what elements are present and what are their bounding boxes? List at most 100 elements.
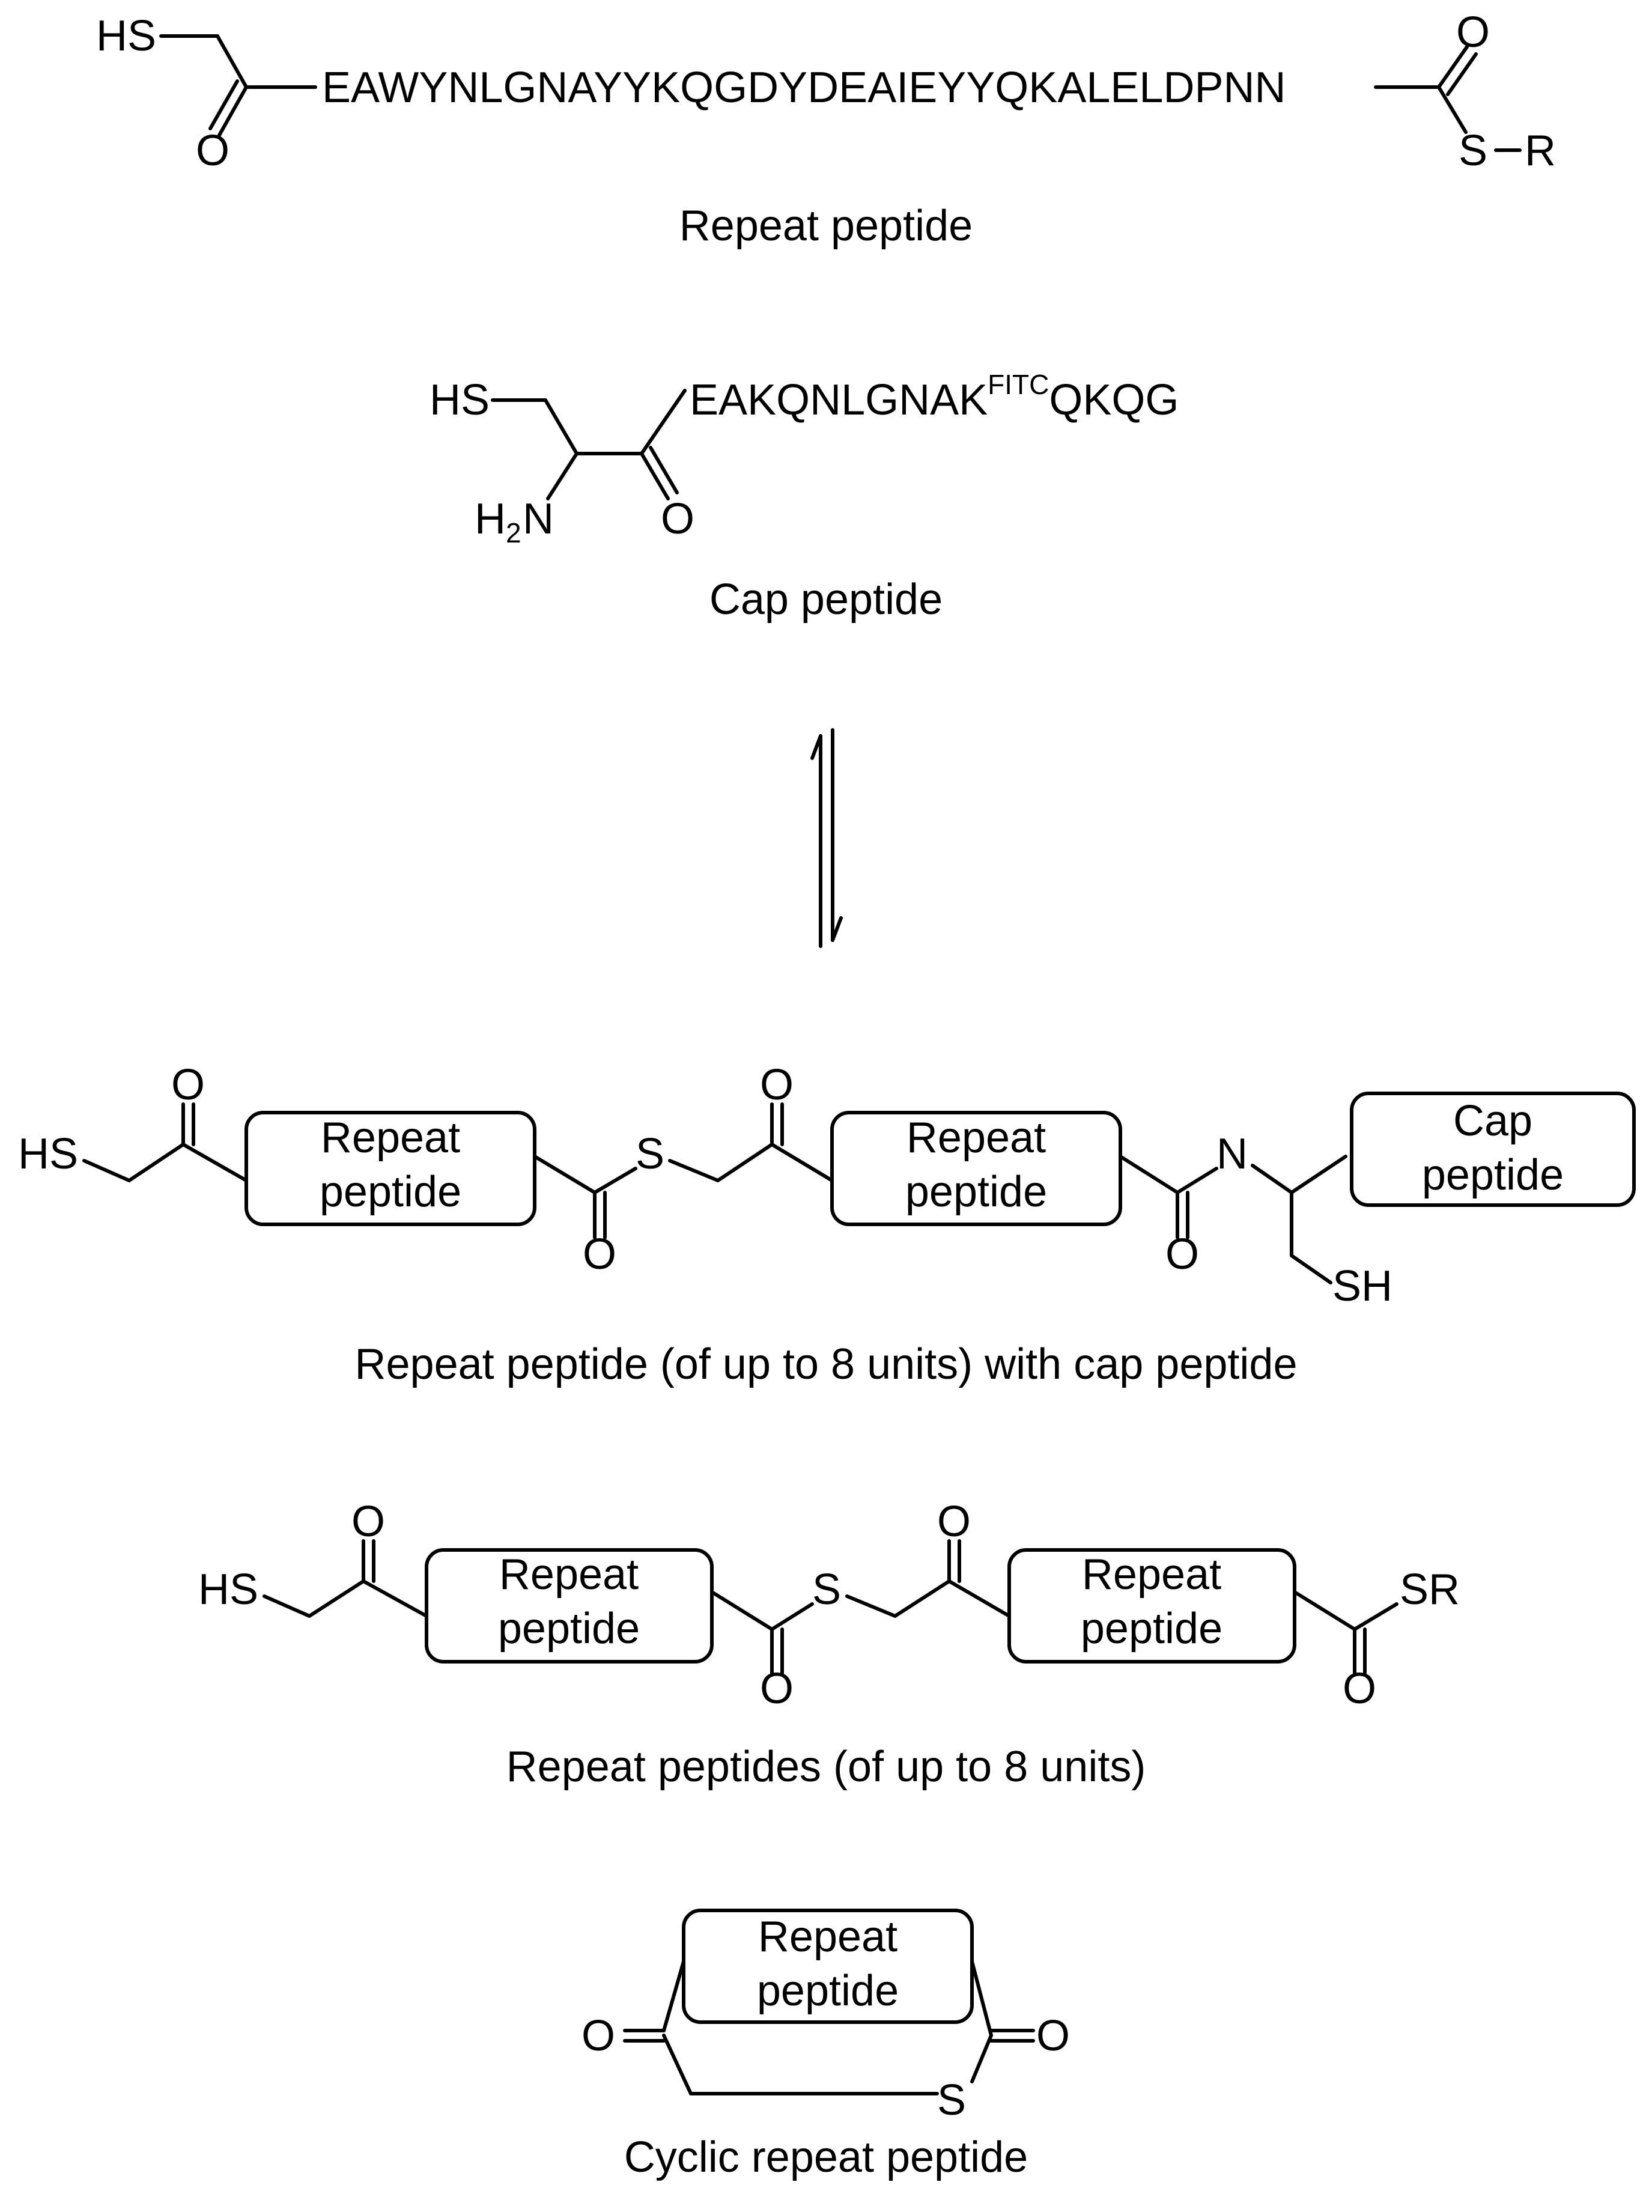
bond xyxy=(668,1159,720,1182)
bond xyxy=(970,1960,993,2037)
repeat-sequence: EAWYNLGNAYYKQGDYDEAIEYYQKALELDPNN xyxy=(322,64,1286,112)
cap-box-label-line1: Cap xyxy=(1453,1097,1532,1145)
forward-arrowhead xyxy=(810,734,822,760)
repeat-with-cap-structure: HS O Repeat peptide O S O Repeat peptide… xyxy=(18,1061,1636,1388)
thioester-s-label: S xyxy=(1459,127,1487,175)
ring-s-label: S xyxy=(937,2076,966,2124)
r-group-label: R xyxy=(1525,127,1556,175)
bond xyxy=(845,1594,897,1618)
right-carbonyl-o-label: O xyxy=(1036,2012,1070,2060)
caption-cap-peptide: Cap peptide xyxy=(709,576,943,624)
amide-n-label: N xyxy=(1216,1130,1248,1178)
bond xyxy=(716,1143,774,1182)
box-label-line1: Repeat xyxy=(499,1551,639,1599)
reverse-arrowhead xyxy=(831,916,843,942)
carbonyl-bond xyxy=(208,79,239,130)
bond xyxy=(640,389,687,455)
bond xyxy=(1290,1155,1347,1194)
bond xyxy=(1437,85,1468,134)
bond xyxy=(970,2034,993,2083)
repeat-peptide-box xyxy=(830,1111,1122,1226)
bond xyxy=(216,34,248,89)
amine-n-label: N xyxy=(523,495,554,543)
carbonyl-o-label: O xyxy=(351,1498,385,1546)
carbonyl-bond xyxy=(649,446,679,494)
bond xyxy=(181,1143,248,1182)
amine-subscript: 2 xyxy=(506,517,521,548)
box-label-line2: peptide xyxy=(498,1605,640,1653)
bond xyxy=(544,398,579,455)
caption-repeat-peptide: Repeat peptide xyxy=(679,202,973,250)
hs-label: HS xyxy=(18,1130,78,1178)
cap-peptide-box xyxy=(1350,1092,1636,1207)
bond xyxy=(1119,1155,1179,1194)
bond xyxy=(1290,1254,1332,1284)
box-label-line2: peptide xyxy=(757,1967,899,2015)
bond xyxy=(770,1602,814,1631)
carbonyl-o-label: O xyxy=(1165,1230,1199,1278)
bond xyxy=(1251,1164,1293,1194)
fitc-superscript: FITC xyxy=(988,369,1049,400)
bond xyxy=(770,1143,834,1182)
left-carbonyl-o-label: O xyxy=(582,2012,615,2060)
carbonyl-o-label: O xyxy=(760,1665,794,1713)
repeat-peptide-box xyxy=(425,1548,714,1664)
equilibrium-arrow xyxy=(810,728,843,948)
carbonyl-o-label: O xyxy=(937,1498,971,1546)
thiol-hs-label: HS xyxy=(96,12,156,60)
bond xyxy=(1293,1590,1356,1631)
thioester-s-label: S xyxy=(812,1566,841,1614)
carbonyl-o-label: O xyxy=(1343,1665,1376,1713)
bond xyxy=(662,1960,685,2032)
repeat-peptide-box xyxy=(244,1111,536,1226)
cap-sequence: EAKQNLGNAKFITCQKQG xyxy=(690,369,1179,424)
sh-label: SH xyxy=(1332,1262,1392,1310)
caption-repeat-with-cap: Repeat peptide (of up to 8 units) with c… xyxy=(354,1340,1297,1388)
bond xyxy=(593,1167,637,1194)
caption-repeat-peptides: Repeat peptides (of up to 8 units) xyxy=(506,1743,1146,1791)
bond xyxy=(546,452,579,500)
thioester-s-label: S xyxy=(636,1130,664,1178)
bond xyxy=(263,1594,311,1618)
cap-hs-label: HS xyxy=(430,376,490,424)
box-label-line1: Repeat xyxy=(906,1114,1046,1162)
box-label-line2: peptide xyxy=(320,1168,461,1216)
box-label-line1: Repeat xyxy=(321,1114,460,1162)
hs-label: HS xyxy=(198,1566,258,1614)
repeat-peptide-box xyxy=(1007,1548,1296,1664)
cap-carbonyl-o-label: O xyxy=(661,495,694,543)
cap-peptide-structure: HS H 2 N O EAKQNLGNAKFITCQKQG Cap peptid… xyxy=(430,369,1179,624)
carbonyl-bond xyxy=(640,452,670,500)
box-label-line2: peptide xyxy=(905,1168,1047,1216)
bond xyxy=(662,2034,693,2095)
thioester-o-label: O xyxy=(1456,8,1490,56)
bond xyxy=(127,1143,185,1182)
thioester-carbonyl-bond xyxy=(1437,45,1469,89)
box-label-line2: peptide xyxy=(1081,1605,1222,1653)
carbonyl-o-label: O xyxy=(196,127,229,175)
bond xyxy=(893,1579,951,1618)
caption-cyclic-peptide: Cyclic repeat peptide xyxy=(624,2133,1028,2181)
bond xyxy=(362,1579,428,1618)
bond xyxy=(710,1590,774,1631)
bond xyxy=(308,1579,365,1618)
bond xyxy=(947,1579,1011,1618)
carbonyl-o-label: O xyxy=(583,1230,616,1278)
cyclic-peptide-structure: Repeat peptide O S O Cyclic repeat pepti… xyxy=(582,1909,1070,2181)
box-label-line1: Repeat xyxy=(1082,1551,1221,1599)
repeat-peptides-structure: HS O Repeat peptide O S O Repeat peptide… xyxy=(198,1498,1460,1791)
bond xyxy=(1176,1167,1218,1194)
box-label-line1: Repeat xyxy=(758,1913,897,1961)
cap-box-label-line2: peptide xyxy=(1422,1151,1564,1199)
sr-label: SR xyxy=(1400,1566,1460,1614)
carbonyl-bond xyxy=(217,85,248,137)
carbonyl-o-label: O xyxy=(171,1061,205,1109)
repeat-peptide-structure: HS O EAWYNLGNAYYKQGDYDEAIEYYQKALELDPNN O… xyxy=(96,8,1556,250)
thioester-carbonyl-bond xyxy=(1446,52,1478,96)
bond xyxy=(533,1155,597,1194)
bond xyxy=(82,1159,131,1182)
carbonyl-o-label: O xyxy=(760,1061,794,1109)
bond xyxy=(1353,1602,1398,1631)
amine-h-label: H xyxy=(475,495,506,543)
